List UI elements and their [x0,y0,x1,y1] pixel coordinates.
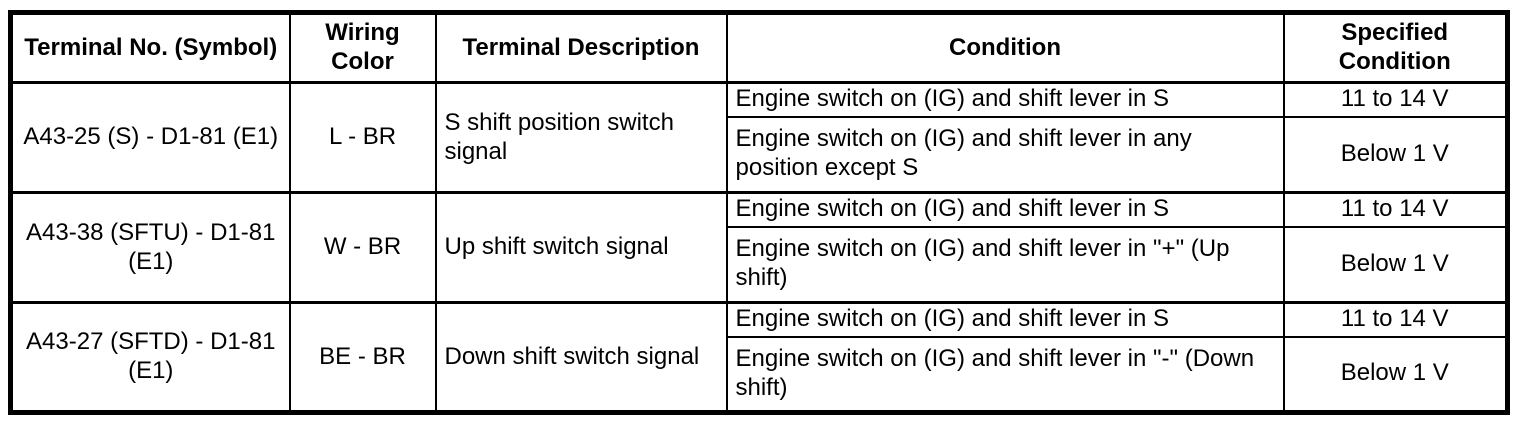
header-wiring-color: Wiring Color [288,11,437,84]
table-row: A43-25 (S) - D1-81 (E1) L - BR S shift p… [9,81,1509,194]
description-cell: Down shift switch signal [434,301,728,414]
specified-condition-cell: 11 to 14 V [1282,191,1509,228]
terminal-spec-table: Terminal No. (Symbol) Wiring Color Termi… [8,10,1510,415]
specified-condition-cell: Below 1 V [1282,225,1509,304]
terminal-cell: A43-25 (S) - D1-81 (E1) [9,81,291,194]
header-terminal-no: Terminal No. (Symbol) [9,11,291,84]
wiring-color-cell: W - BR [288,191,437,304]
header-condition: Condition [725,11,1285,84]
condition-cell: Engine switch on (IG) and shift lever in… [725,81,1285,118]
condition-cell: Engine switch on (IG) and shift lever in… [725,115,1285,194]
terminal-cell: A43-38 (SFTU) - D1-81 (E1) [9,191,291,304]
header-specified-condition: Specified Condition [1282,11,1509,84]
condition-cell: Engine switch on (IG) and shift lever in… [725,335,1285,414]
header-terminal-description: Terminal Description [434,11,728,84]
condition-cell: Engine switch on (IG) and shift lever in… [725,191,1285,228]
terminal-cell: A43-27 (SFTD) - D1-81 (E1) [9,301,291,414]
wiring-color-cell: L - BR [288,81,437,194]
table-header-row: Terminal No. (Symbol) Wiring Color Termi… [9,11,1509,84]
table-row: A43-38 (SFTU) - D1-81 (E1) W - BR Up shi… [9,191,1509,304]
description-cell: S shift position switch signal [434,81,728,194]
table-row: Engine switch on (IG) and shift lever in… [11,335,1509,414]
specified-condition-cell: Below 1 V [1282,335,1509,414]
specified-condition-cell: 11 to 14 V [1282,301,1509,338]
specified-condition-cell: 11 to 14 V [1282,81,1509,118]
wiring-color-cell: BE - BR [288,301,437,414]
table-row: Engine switch on (IG) and shift lever in… [11,225,1509,304]
condition-cell: Engine switch on (IG) and shift lever in… [725,301,1285,338]
table-row: A43-27 (SFTD) - D1-81 (E1) BE - BR Down … [9,301,1509,414]
table-row: Engine switch on (IG) and shift lever in… [11,115,1509,194]
description-cell: Up shift switch signal [434,191,728,304]
specified-condition-cell: Below 1 V [1282,115,1509,194]
condition-cell: Engine switch on (IG) and shift lever in… [725,225,1285,304]
